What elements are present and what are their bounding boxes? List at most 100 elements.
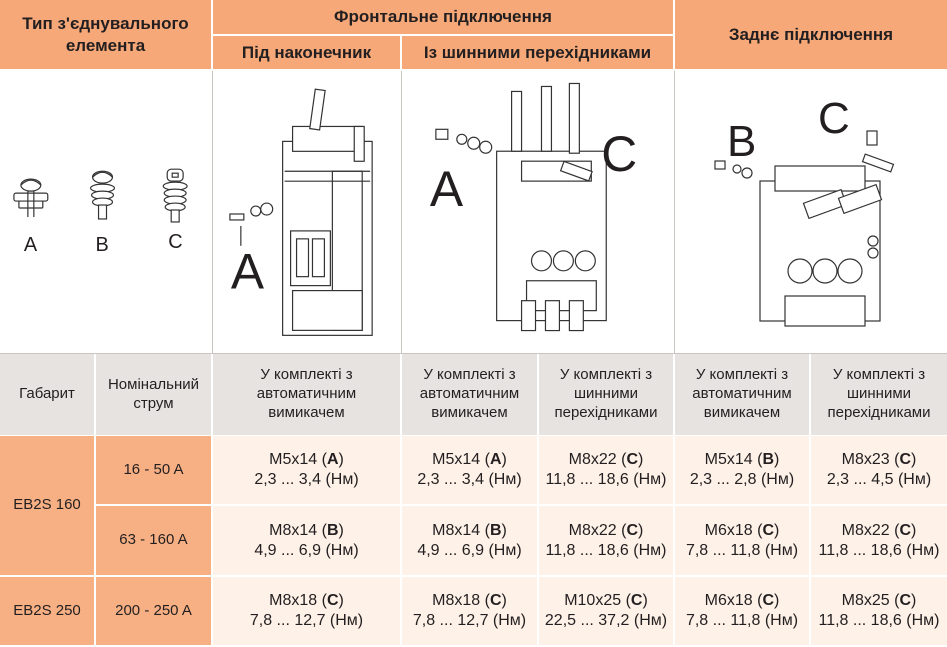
bolt-types-svg: A B C bbox=[13, 168, 188, 255]
rear-connection-header: Заднє підключення bbox=[675, 0, 947, 71]
bolt-code: B bbox=[489, 521, 502, 539]
value-cell: M8x22 (C) 11,8 ... 18,6 (Нм) bbox=[811, 506, 947, 577]
bolt-code: C bbox=[899, 451, 912, 468]
bolt-code: C bbox=[489, 592, 502, 609]
value-cell: M8x22 (C) 11,8 ... 18,6 (Нм) bbox=[539, 506, 675, 577]
kit-bus-label-1: У комплекті з шинними перехідниками bbox=[554, 366, 658, 421]
bolt-a-label: A bbox=[24, 233, 38, 255]
current-row-2: 63 - 160 A bbox=[96, 506, 213, 577]
bolt-size: M6x18 bbox=[704, 521, 753, 539]
torque-range: 7,8 ... 12,7 (Нм) bbox=[249, 612, 364, 629]
bolt-size: M8x18 bbox=[432, 592, 481, 609]
torque-range: 7,8 ... 11,8 (Нм) bbox=[685, 541, 799, 559]
torque-range: 4,9 ... 6,9 (Нм) bbox=[417, 541, 522, 559]
torque-range: 11,8 ... 18,6 (Нм) bbox=[818, 612, 940, 629]
bolt-code: A bbox=[326, 451, 339, 468]
bolt-size: M5x14 bbox=[432, 451, 481, 468]
rear-connection-label: Заднє підключення bbox=[728, 24, 894, 44]
rear-connection-illustration: B C bbox=[675, 71, 947, 354]
bolt-c-label: C bbox=[168, 230, 182, 252]
value-cell: M5x14 (A) 2,3 ... 3,4 (Нм) bbox=[402, 436, 539, 506]
front-bus-label-c: C bbox=[601, 126, 637, 182]
torque-range: 11,8 ... 18,6 (Нм) bbox=[545, 541, 667, 559]
front-connection-header: Фронтальне підключення bbox=[213, 0, 675, 36]
bolt-code: C bbox=[626, 451, 639, 468]
bolt-size: M8x22 bbox=[568, 451, 617, 468]
front-bus-illustration: A C bbox=[402, 71, 675, 354]
current-header: Номінальний струм bbox=[96, 354, 213, 436]
value-cell: M5x14 (A) 2,3 ... 3,4 (Нм) bbox=[213, 436, 402, 506]
front-bus-header: Із шинними перехідниками bbox=[402, 36, 675, 71]
current-row-3: 200 - 250 A bbox=[96, 577, 213, 647]
bolt-b-label: B bbox=[96, 233, 109, 255]
type-header: Тип з'єднувального елемента bbox=[0, 0, 213, 71]
bolt-size: M8x14 bbox=[269, 521, 318, 539]
front-connection-label: Фронтальне підключення bbox=[334, 7, 552, 27]
current-row-2-label: 63 - 160 A bbox=[119, 531, 188, 549]
current-header-label: Номінальний струм bbox=[107, 375, 200, 412]
rear-breaker-svg: B C bbox=[714, 94, 895, 327]
front-bus-label: Із шинними перехідниками bbox=[423, 42, 652, 62]
front-bus-breaker-svg: A C bbox=[430, 82, 637, 331]
current-row-1-label: 16 - 50 A bbox=[123, 460, 184, 478]
rear-label-b: B bbox=[727, 117, 756, 166]
bolt-code: B bbox=[326, 521, 339, 539]
bolt-size: M8x25 bbox=[841, 592, 890, 609]
bolt-size: M6x18 bbox=[704, 592, 753, 609]
size-eb2s-250-label: EB2S 250 bbox=[13, 601, 81, 619]
size-header: Габарит bbox=[0, 354, 96, 436]
kit-breaker-header-3: У комплекті з автоматичним вимикачем bbox=[675, 354, 811, 436]
current-row-3-label: 200 - 250 A bbox=[115, 601, 192, 619]
value-cell: M8x22 (C) 11,8 ... 18,6 (Нм) bbox=[539, 436, 675, 506]
bolt-code: C bbox=[762, 521, 775, 539]
bolt-size: M5x14 bbox=[269, 451, 318, 468]
kit-bus-header-1: У комплекті з шинними перехідниками bbox=[539, 354, 675, 436]
kit-bus-header-2: У комплекті з шинними перехідниками bbox=[811, 354, 947, 436]
value-cell: M8x14 (B) 4,9 ... 6,9 (Нм) bbox=[213, 506, 402, 577]
kit-breaker-label-1: У комплекті з автоматичним вимикачем bbox=[256, 366, 357, 421]
bolt-size: M8x18 bbox=[269, 592, 318, 609]
type-header-label: Тип з'єднувального елемента bbox=[22, 14, 189, 55]
kit-breaker-label-3: У комплекті з автоматичним вимикачем bbox=[692, 366, 792, 421]
bolt-code: C bbox=[899, 521, 912, 539]
value-cell: M8x25 (C) 11,8 ... 18,6 (Нм) bbox=[811, 577, 947, 647]
kit-breaker-label-2: У комплекті з автоматичним вимикачем bbox=[419, 366, 520, 421]
bolt-size: M8x23 bbox=[841, 451, 890, 468]
bolt-code: C bbox=[630, 592, 643, 609]
value-cell: M8x23 (C) 2,3 ... 4,5 (Нм) bbox=[811, 436, 947, 506]
bolt-types-illustration: A B C bbox=[0, 71, 213, 354]
size-eb2s-250: EB2S 250 bbox=[0, 577, 96, 647]
front-lug-label: Під наконечник bbox=[241, 42, 372, 62]
front-lug-breaker-svg: A bbox=[229, 87, 373, 336]
kit-breaker-header-1: У комплекті з автоматичним вимикачем bbox=[213, 354, 402, 436]
bolt-b-icon bbox=[89, 170, 116, 220]
value-cell: M6x18 (C) 7,8 ... 11,8 (Нм) bbox=[675, 506, 811, 577]
bolt-size: M10x25 bbox=[564, 592, 622, 609]
bolt-code: C bbox=[626, 521, 639, 539]
front-bus-label-a: A bbox=[430, 161, 464, 217]
kit-bus-label-2: У комплекті з шинними перехідниками bbox=[827, 366, 931, 421]
bolt-size: M8x14 bbox=[432, 521, 481, 539]
bolt-size: M8x22 bbox=[841, 521, 890, 539]
value-cell: M10x25 (C) 22,5 ... 37,2 (Нм) bbox=[539, 577, 675, 647]
value-cell: M5x14 (B) 2,3 ... 2,8 (Нм) bbox=[675, 436, 811, 506]
torque-range: 4,9 ... 6,9 (Нм) bbox=[254, 541, 359, 559]
torque-range: 7,8 ... 11,8 (Нм) bbox=[685, 612, 799, 629]
torque-range: 7,8 ... 12,7 (Нм) bbox=[412, 612, 527, 629]
bolt-code: C bbox=[899, 592, 912, 609]
torque-range: 11,8 ... 18,6 (Нм) bbox=[545, 471, 667, 488]
torque-range: 2,3 ... 3,4 (Нм) bbox=[417, 471, 522, 488]
kit-breaker-header-2: У комплекті з автоматичним вимикачем bbox=[402, 354, 539, 436]
torque-range: 22,5 ... 37,2 (Нм) bbox=[544, 612, 668, 629]
rear-label-c: C bbox=[818, 94, 850, 143]
front-lug-illustration: A bbox=[213, 71, 402, 354]
torque-range: 2,3 ... 3,4 (Нм) bbox=[254, 471, 359, 488]
front-lug-label-a: A bbox=[231, 243, 265, 299]
current-row-1: 16 - 50 A bbox=[96, 436, 213, 506]
bolt-a-icon bbox=[13, 178, 49, 217]
value-cell: M8x18 (C) 7,8 ... 12,7 (Нм) bbox=[402, 577, 539, 647]
size-eb2s-160-label: EB2S 160 bbox=[13, 496, 81, 514]
bolt-code: A bbox=[489, 451, 502, 468]
torque-range: 2,3 ... 2,8 (Нм) bbox=[689, 471, 795, 488]
